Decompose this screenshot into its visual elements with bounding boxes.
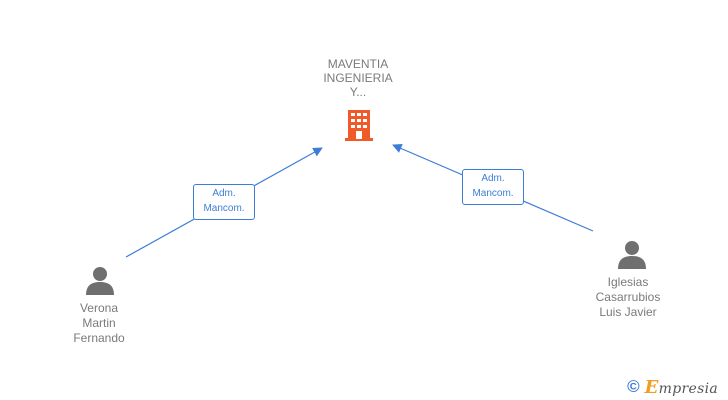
brand-watermark: © Empresia — [627, 377, 718, 398]
role-label-left-line-2: Mancom. — [203, 203, 245, 214]
person-name-left-line-3: Fernando — [73, 331, 125, 345]
person-icon-right[interactable] — [617, 239, 647, 269]
person-name-right-line-2: Casarrubios — [595, 290, 661, 304]
brand-logo-text: Empresia — [645, 377, 718, 398]
person-name-left[interactable]: Verona Martin Fernando — [34, 301, 164, 346]
person-name-left-line-1: Verona — [79, 301, 119, 315]
company-name-line-2: INGENIERIA — [323, 71, 393, 85]
role-label-left-line-1: Adm. — [212, 188, 236, 199]
person-name-right-line-3: Luis Javier — [599, 305, 657, 319]
copyright-icon: © — [627, 377, 640, 396]
company-name[interactable]: MAVENTIA INGENIERIA Y... — [298, 57, 418, 99]
role-label-right-line-1: Adm. — [481, 173, 505, 184]
role-label-left[interactable]: Adm. Mancom. — [193, 184, 255, 220]
role-label-right[interactable]: Adm. Mancom. — [462, 169, 524, 205]
brand-logo-initial: E — [644, 376, 659, 398]
brand-logo-rest: mpresia — [658, 380, 718, 397]
company-name-line-1: MAVENTIA — [327, 57, 389, 71]
company-name-line-3: Y... — [349, 85, 367, 99]
building-icon[interactable] — [344, 108, 374, 142]
person-name-right[interactable]: Iglesias Casarrubios Luis Javier — [563, 275, 693, 320]
person-icon-left[interactable] — [85, 265, 115, 295]
role-label-right-line-2: Mancom. — [472, 188, 514, 199]
person-name-right-line-1: Iglesias — [607, 275, 649, 289]
person-name-left-line-2: Martin — [82, 316, 116, 330]
